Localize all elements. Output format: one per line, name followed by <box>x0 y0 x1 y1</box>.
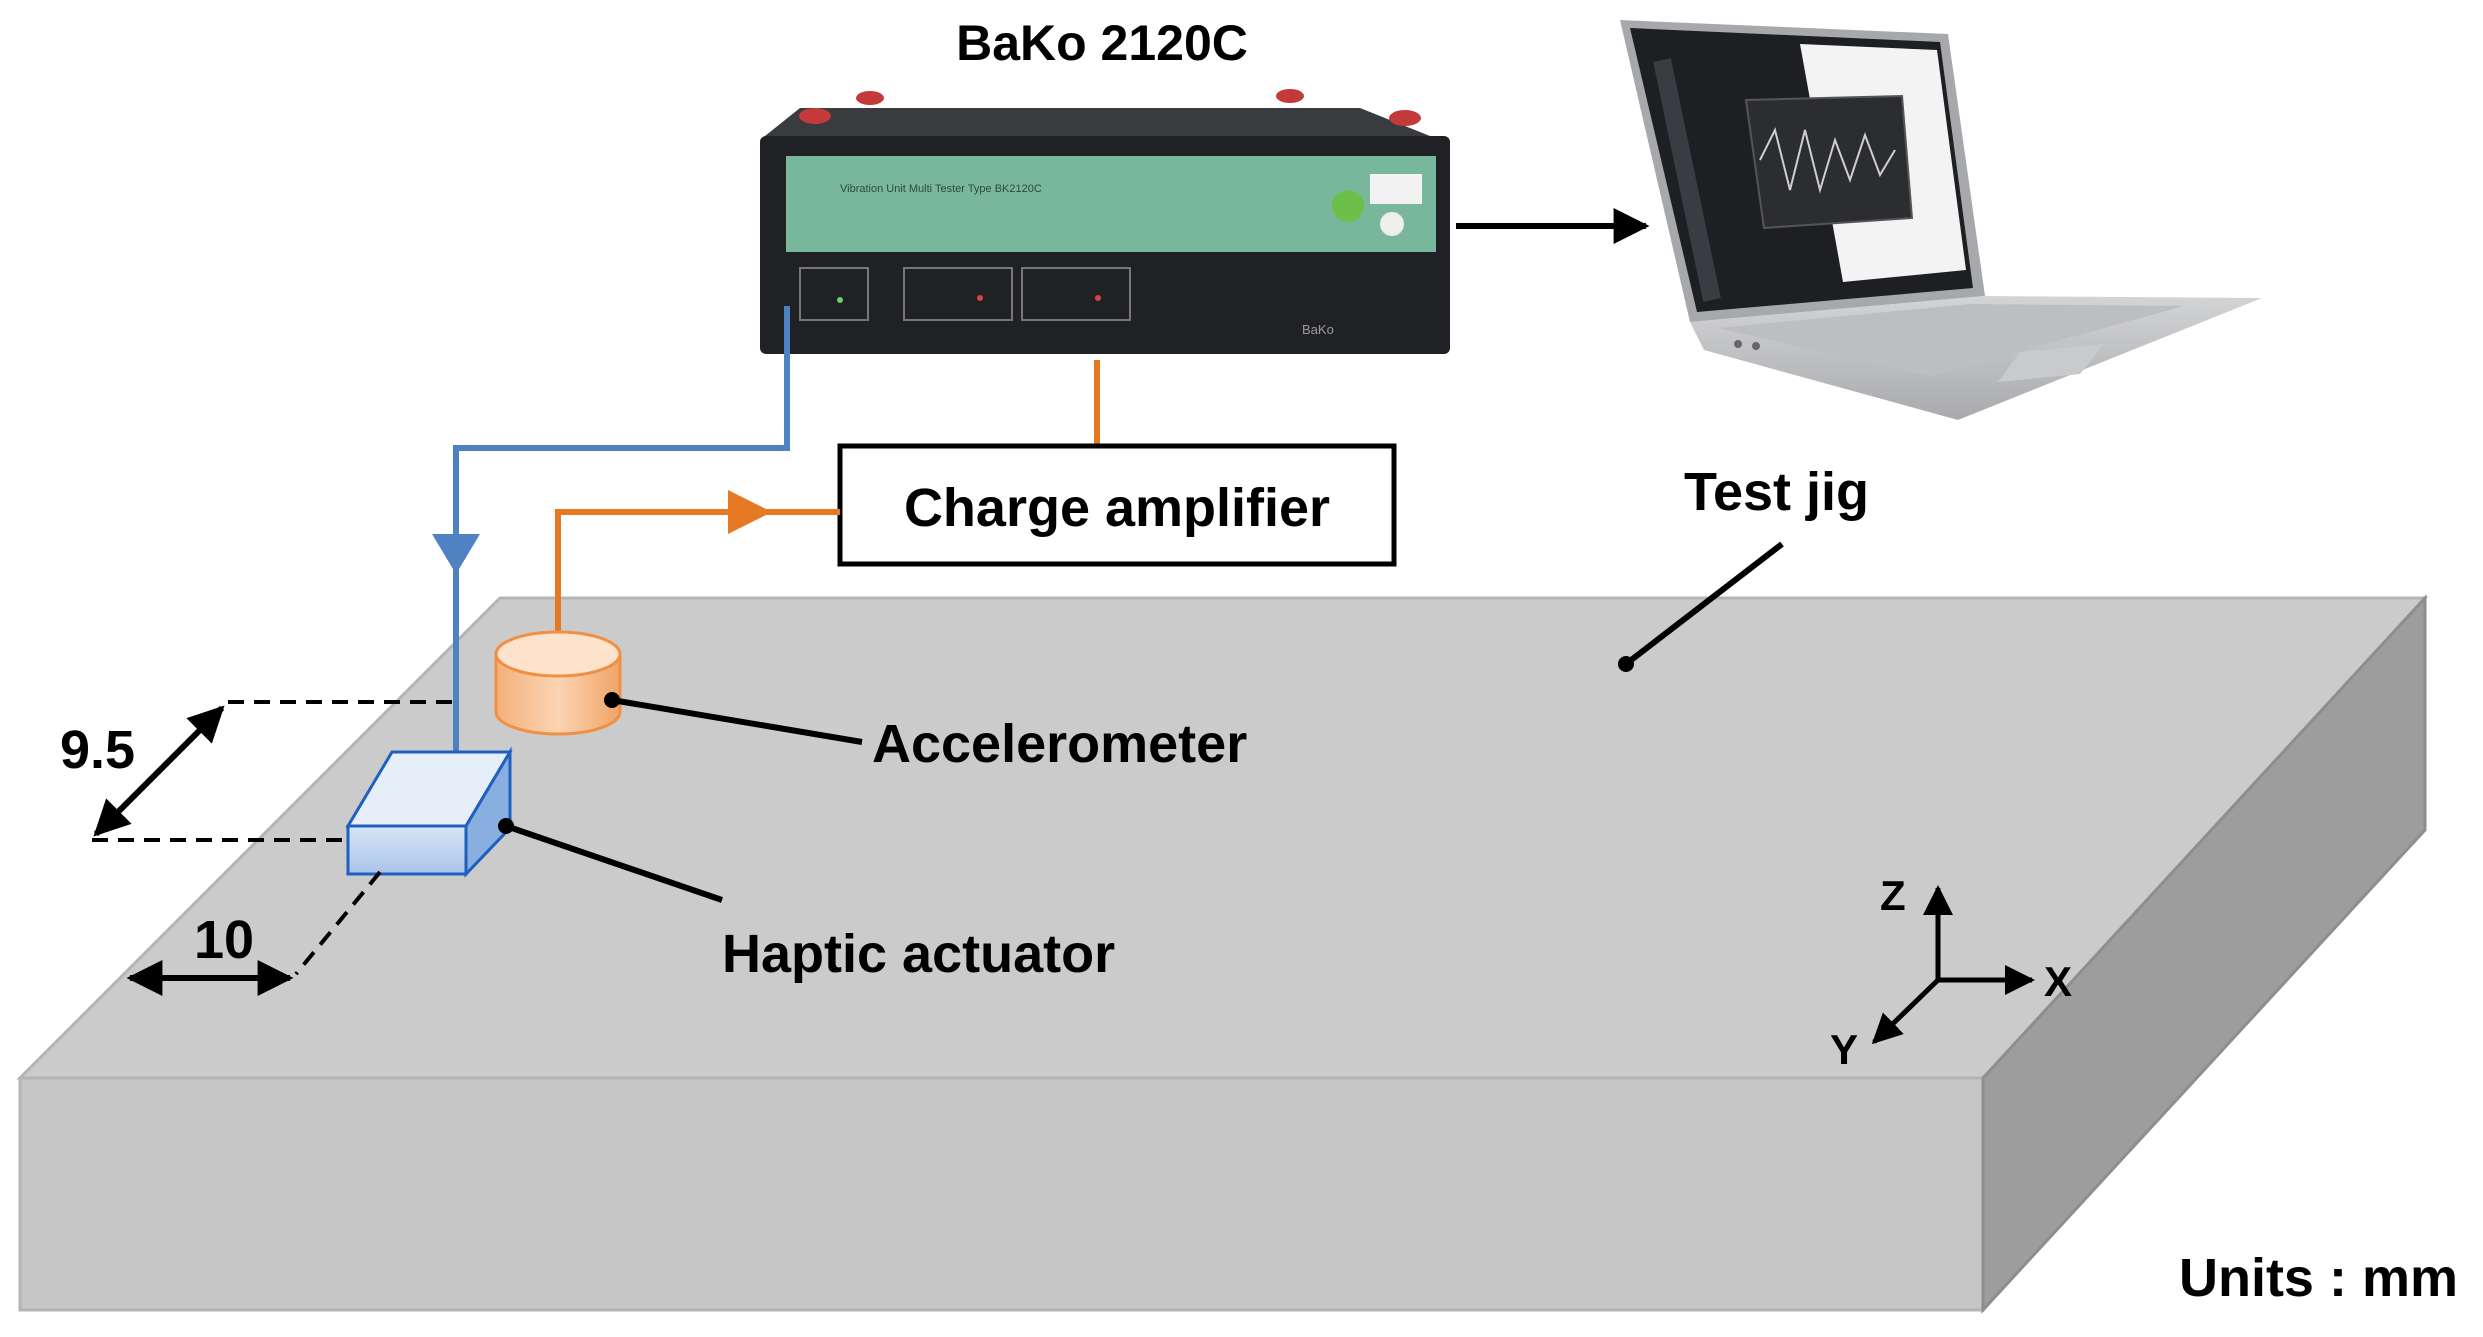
laptop-icon <box>1620 20 2262 420</box>
accelerometer-label: Accelerometer <box>872 714 1247 774</box>
device-display-panel <box>786 156 1436 252</box>
device-led-icon <box>977 295 983 301</box>
test-jig-leader-dot <box>1618 656 1634 672</box>
device-control-panel <box>1021 267 1131 321</box>
blue-signal-arrow-icon <box>432 534 480 574</box>
axis-z-label: Z <box>1880 872 1906 919</box>
device-title: BaKo 2120C <box>956 15 1248 71</box>
axis-y-arrow <box>1871 978 1940 1045</box>
device-foot-icon <box>1389 110 1421 126</box>
test-jig-side-face <box>1981 594 2427 1314</box>
test-jig-front-face <box>18 1076 1985 1312</box>
coordinate-axes: Z X Y <box>1830 872 2072 1073</box>
device-foot-icon <box>1276 89 1304 103</box>
orange-signal-arrow-icon <box>728 490 772 534</box>
accelerometer-cylinder <box>494 630 622 736</box>
device-foot-icon <box>799 108 831 124</box>
accelerometer-top <box>494 630 622 678</box>
laptop-port-icon <box>1752 342 1760 350</box>
charge-amplifier-label: Charge amplifier <box>904 478 1330 538</box>
accelerometer-leader-dot <box>604 692 620 708</box>
bako-device: Vibration Unit Multi Tester Type BK2120C… <box>760 89 1450 354</box>
dimension-arrow-9-5 <box>93 705 225 837</box>
units-label: Units : mm <box>2179 1248 2458 1308</box>
device-control-panel <box>799 267 869 321</box>
test-jig-label: Test jig <box>1684 462 1869 522</box>
test-jig <box>16 594 2429 1314</box>
device-foot-icon <box>856 91 884 105</box>
device-knob-icon <box>1380 212 1404 236</box>
laptop-screen-waveform <box>1759 127 1896 194</box>
dimension-label-10: 10 <box>194 910 254 970</box>
device-label-sticker <box>1370 174 1422 204</box>
test-jig-leader <box>1624 541 1784 667</box>
haptic-actuator-leader-dot <box>498 818 514 834</box>
device-lid <box>760 108 1440 140</box>
dimension-label-9-5: 9.5 <box>60 720 135 780</box>
laptop-touchpad <box>1998 344 2104 382</box>
dimension-guide-line <box>294 870 382 976</box>
actuator-front-face <box>346 824 468 876</box>
blue-signal-line <box>453 306 790 760</box>
device-control-panel <box>903 267 1013 321</box>
axis-y-label: Y <box>1830 1026 1858 1073</box>
device-led-icon <box>837 297 843 303</box>
haptic-actuator-leader <box>505 823 723 903</box>
haptic-actuator-label: Haptic actuator <box>722 924 1115 984</box>
device-led-icon <box>1095 295 1101 301</box>
laptop-port-icon <box>1734 340 1742 348</box>
device-sticker-icon <box>1332 190 1364 222</box>
device-brand: BaKo <box>1302 322 1334 337</box>
actuator-cube <box>345 746 513 878</box>
charge-amplifier-box <box>837 443 1397 567</box>
laptop-screen-sidebar <box>1653 58 1721 302</box>
accelerometer-leader <box>611 697 863 745</box>
laptop-keyboard <box>1718 304 2184 376</box>
device-panel-title: Vibration Unit Multi Tester Type BK2120C <box>840 183 1042 195</box>
axis-x-label: X <box>2044 958 2072 1005</box>
